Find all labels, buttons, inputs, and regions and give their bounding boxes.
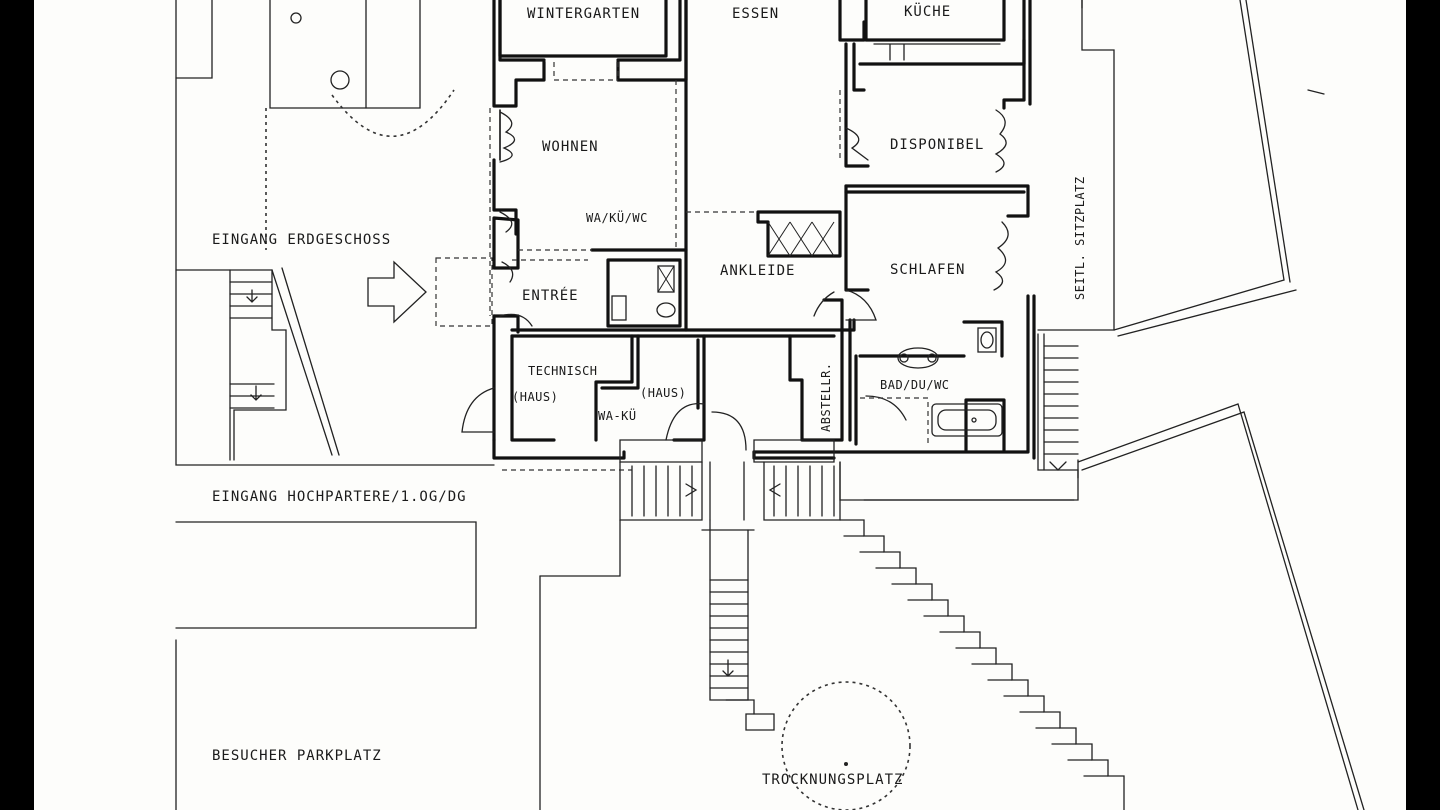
label-essen: ESSEN [732, 6, 779, 22]
label-abstell: ABSTELLR. [819, 362, 833, 432]
label-besucher-parkplatz: BESUCHER PARKPLATZ [212, 748, 382, 764]
entrance-arrow [367, 257, 493, 327]
label-schlafen: SCHLAFEN [890, 262, 965, 278]
label-eingang-erdgeschoss: EINGANG ERDGESCHOSS [212, 232, 391, 248]
stairs-entrance [619, 439, 841, 701]
floor-plan-drawing: WINTERGARTEN ESSEN KÜCHE WOHNEN DISPONIB… [175, 0, 1365, 810]
label-ankleide: ANKLEIDE [720, 263, 795, 279]
label-wintergarten: WINTERGARTEN [527, 6, 640, 22]
fixtures [611, 43, 1003, 444]
label-wohnen: WOHNEN [542, 139, 599, 155]
label-wa-kue: WA-KÜ [598, 407, 637, 423]
label-wa-kue-wc: WA/KÜ/WC [586, 209, 648, 225]
hatched-element [756, 210, 842, 258]
site-outline-left [175, 0, 495, 810]
label-technisch-haus: (HAUS) [512, 390, 558, 404]
area-labels: EINGANG ERDGESCHOSS EINGANG HOCHPARTERE/… [212, 176, 1087, 788]
label-disponibel: DISPONIBEL [890, 137, 984, 153]
label-wa-kue-haus: (HAUS) [640, 386, 686, 400]
label-technisch: TECHNISCH [528, 364, 598, 378]
label-trocknungsplatz: TROCKNUNGSPLATZ [762, 772, 903, 788]
dashed-lines [489, 62, 841, 471]
label-sitzplatz: SEITL. SITZPLATZ [1073, 176, 1087, 300]
label-bad: BAD/DU/WC [880, 378, 950, 392]
label-kueche: KÜCHE [904, 2, 951, 20]
site-outline-right [1037, 0, 1365, 810]
room-labels: WINTERGARTEN ESSEN KÜCHE WOHNEN DISPONIB… [512, 2, 984, 432]
label-eingang-hochpartere: EINGANG HOCHPARTERE/1.OG/DG [212, 489, 467, 505]
building-walls [492, 0, 1036, 460]
site-outline-lower [539, 459, 1079, 810]
door-swings [461, 109, 1009, 451]
stair-left [175, 267, 340, 461]
label-entree: ENTRÉE [522, 287, 579, 304]
floor-plan-frame: WINTERGARTEN ESSEN KÜCHE WOHNEN DISPONIB… [34, 0, 1406, 810]
stepping-stones [725, 519, 1125, 810]
